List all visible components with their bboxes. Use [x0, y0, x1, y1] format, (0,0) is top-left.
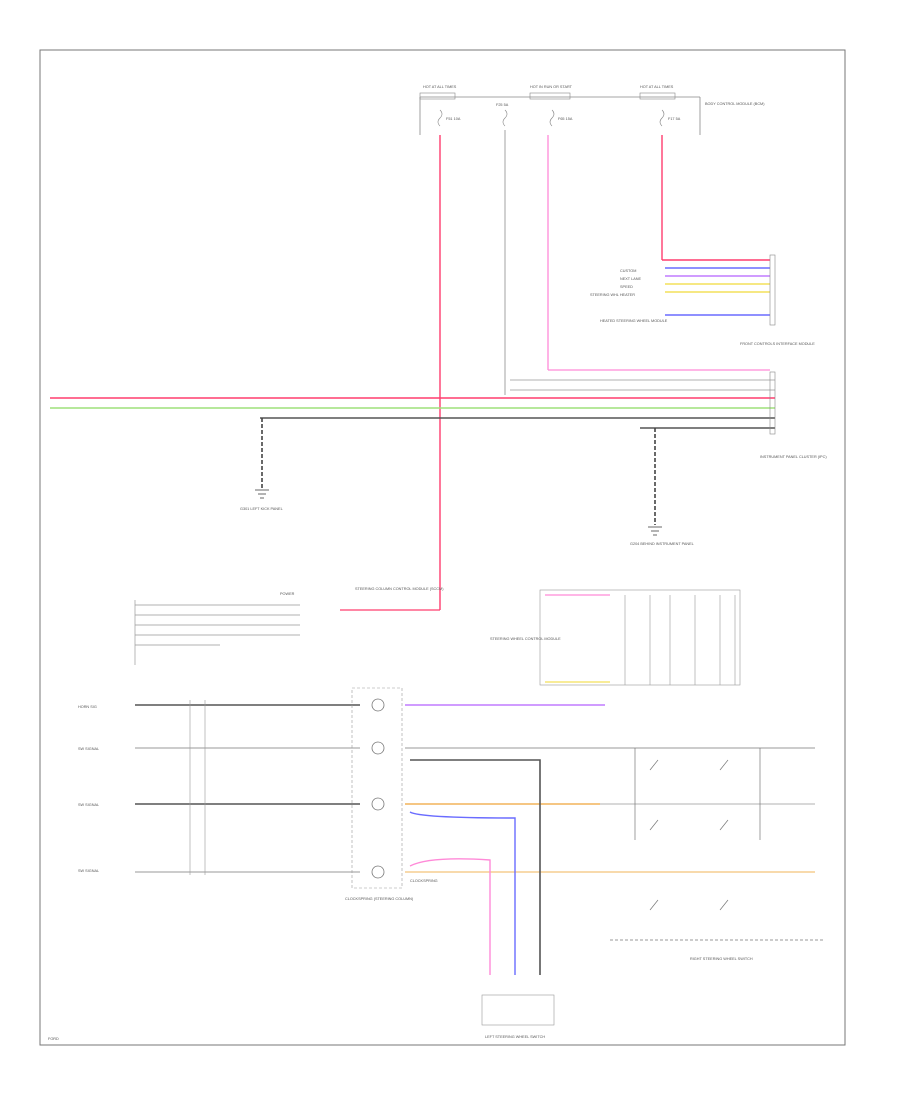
diagram-border — [39, 49, 846, 1046]
bottom-connector: LEFT STEERING WHEEL SWITCH — [481, 994, 555, 1039]
top-fuse-bus: HOT AT ALL TIMES HOT IN RUN OR START HOT… — [419, 85, 765, 135]
fuse-label-right: HOT AT ALL TIMES — [640, 85, 674, 89]
clockspring: CLOCKSPRING (STEERING COLUMN) CLOCKSPRIN… — [345, 687, 438, 901]
switch-list-3: SPEED — [620, 285, 633, 289]
heated-module-label: HEATED STEERING WHEEL MODULE — [600, 319, 668, 323]
instrument-label: INSTRUMENT PANEL CLUSTER (IPC) — [760, 455, 827, 459]
switch-rows: HORN SIG SW SIGNAL SW SIGNAL SW SIGNAL — [78, 700, 360, 875]
fuse-f4: F17 5A — [668, 117, 681, 121]
right-switches — [610, 748, 825, 941]
ground-left-label: G301 LEFT KICK PANEL — [240, 507, 283, 511]
ground-mid-label: G204 BEHIND INSTRUMENT PANEL — [630, 542, 694, 546]
fuse-f1: F51 10A — [446, 117, 461, 121]
footer-label: FORD — [48, 1037, 59, 1041]
sccm-connector: STEERING COLUMN CONTROL MODULE (SCCM) PO… — [134, 587, 444, 665]
row1-label: HORN SIG — [78, 705, 97, 709]
right-switch-label: RIGHT STEERING WHEEL SWITCH — [690, 957, 753, 961]
front-controls-label: FRONT CONTROLS INTERFACE MODULE — [740, 342, 815, 346]
clockspring-label: CLOCKSPRING (STEERING COLUMN) — [345, 897, 414, 901]
power-label: POWER — [280, 592, 295, 596]
front-controls-module-wires: CUSTOM NEXT LANE SPEED STEERING WHL HEAT… — [590, 254, 815, 346]
left-switch-label: LEFT STEERING WHEEL SWITCH — [485, 1035, 545, 1039]
switch-list-4: STEERING WHL HEATER — [590, 293, 635, 297]
fuse-label-mid: HOT IN RUN OR START — [530, 85, 573, 89]
fuse-f2: F25 5A — [496, 103, 509, 107]
output-wires — [405, 704, 815, 975]
steering-module-label: STEERING WHEEL CONTROL MODULE — [490, 637, 561, 641]
fuse-f3: F65 15A — [558, 117, 573, 121]
vertical-feeds — [340, 130, 770, 611]
row2-label: SW SIGNAL — [78, 747, 99, 751]
switch-list-2: NEXT LANE — [620, 277, 641, 281]
heated-wheel-block: STEERING WHEEL CONTROL MODULE — [490, 589, 741, 686]
clockspring-short: CLOCKSPRING — [410, 879, 438, 883]
ground-drops: G301 LEFT KICK PANEL G204 BEHIND INSTRUM… — [240, 418, 694, 546]
bcm-label: BODY CONTROL MODULE (BCM) — [705, 102, 765, 106]
sccm-label: STEERING COLUMN CONTROL MODULE (SCCM) — [355, 587, 444, 591]
fuse-label-left: HOT AT ALL TIMES — [423, 85, 457, 89]
row4-label: SW SIGNAL — [78, 869, 99, 873]
main-horizontal-bus: INSTRUMENT PANEL CLUSTER (IPC) — [50, 371, 827, 459]
row3-label: SW SIGNAL — [78, 803, 99, 807]
switch-list-1: CUSTOM — [620, 269, 636, 273]
